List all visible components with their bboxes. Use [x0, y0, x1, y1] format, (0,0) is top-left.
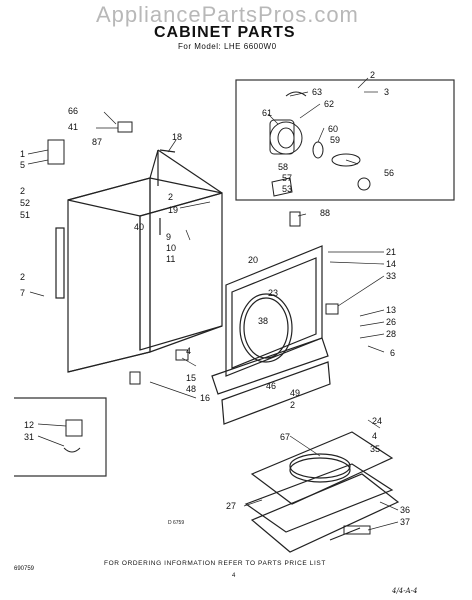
motor-inset-box — [235, 79, 455, 201]
callout-28: 28 — [386, 329, 396, 339]
callout-9: 9 — [166, 232, 171, 242]
ordering-info-note: FOR ORDERING INFORMATION REFER TO PARTS … — [104, 560, 326, 567]
callout-61: 61 — [262, 108, 272, 118]
callout-46: 46 — [266, 381, 276, 391]
callout-13: 13 — [386, 305, 396, 315]
callout-23: 23 — [268, 288, 278, 298]
callout-51: 51 — [20, 210, 30, 220]
callout-2e: 2 — [290, 400, 295, 410]
callout-1: 1 — [20, 149, 25, 159]
leader-lines — [27, 77, 399, 531]
drawing-number: D 6759 — [168, 520, 185, 526]
callout-53: 53 — [282, 184, 292, 194]
callout-67: 67 — [280, 432, 290, 442]
callout-27: 27 — [226, 501, 236, 511]
callout-16: 16 — [200, 393, 210, 403]
callout-11: 11 — [166, 254, 175, 264]
document-code: 690759 — [14, 566, 35, 572]
callout-26: 26 — [386, 317, 396, 327]
callout-24: 24 — [372, 416, 382, 426]
callout-5: 5 — [20, 160, 25, 170]
callout-2: 2 — [370, 70, 375, 80]
cabinet-shell — [55, 149, 223, 373]
callout-14: 14 — [386, 259, 396, 269]
callout-18: 18 — [172, 132, 182, 142]
callout-37: 37 — [400, 517, 410, 527]
callout-87: 87 — [92, 137, 102, 147]
callout-48: 48 — [186, 384, 196, 394]
page-number: 4 — [232, 573, 236, 579]
callout-38: 38 — [258, 316, 268, 326]
callout-12: 12 — [24, 420, 34, 430]
front-panel — [211, 245, 331, 425]
callout-52: 52 — [20, 198, 30, 208]
callout-4: 4 — [186, 346, 191, 356]
callout-60: 60 — [328, 124, 338, 134]
callout-2d: 2 — [20, 272, 25, 282]
callout-2c: 2 — [168, 192, 173, 202]
callout-3: 3 — [384, 87, 389, 97]
callout-56: 56 — [384, 168, 394, 178]
model-subtitle: For Model: LHE 6600W0 — [178, 42, 277, 51]
handwritten-note: 4/4-A-4 — [392, 587, 418, 595]
callout-2b: 2 — [20, 186, 25, 196]
callout-31: 31 — [24, 432, 34, 442]
callout-20: 20 — [248, 255, 258, 265]
callout-7: 7 — [20, 288, 25, 298]
motor-assembly — [269, 91, 371, 197]
callout-59: 59 — [330, 135, 340, 145]
callout-10: 10 — [166, 243, 176, 253]
callout-labels: 63 2 3 62 61 60 59 58 57 53 56 66 41 87 … — [20, 70, 410, 527]
callout-88: 88 — [320, 208, 330, 218]
callout-63: 63 — [312, 87, 322, 97]
callout-36: 36 — [400, 505, 410, 515]
callout-66: 66 — [68, 106, 78, 116]
callout-19: 19 — [168, 205, 178, 215]
callout-58: 58 — [278, 162, 288, 172]
callout-57: 57 — [282, 173, 292, 183]
accessory-inset-box — [14, 397, 107, 477]
callout-62: 62 — [324, 99, 334, 109]
callout-4b: 4 — [372, 431, 377, 441]
base-assembly — [244, 431, 400, 553]
callout-41: 41 — [68, 122, 78, 132]
callout-49: 49 — [290, 388, 300, 398]
watermark: AppliancePartsPros.com — [96, 2, 359, 27]
callout-35: 35 — [370, 444, 380, 454]
callout-40: 40 — [134, 222, 144, 232]
callout-21: 21 — [386, 247, 396, 257]
callout-15: 15 — [186, 373, 196, 383]
diagram-title: CABINET PARTS — [154, 24, 296, 41]
callout-33: 33 — [386, 271, 396, 281]
callout-6: 6 — [390, 348, 395, 358]
small-hardware — [47, 121, 371, 535]
